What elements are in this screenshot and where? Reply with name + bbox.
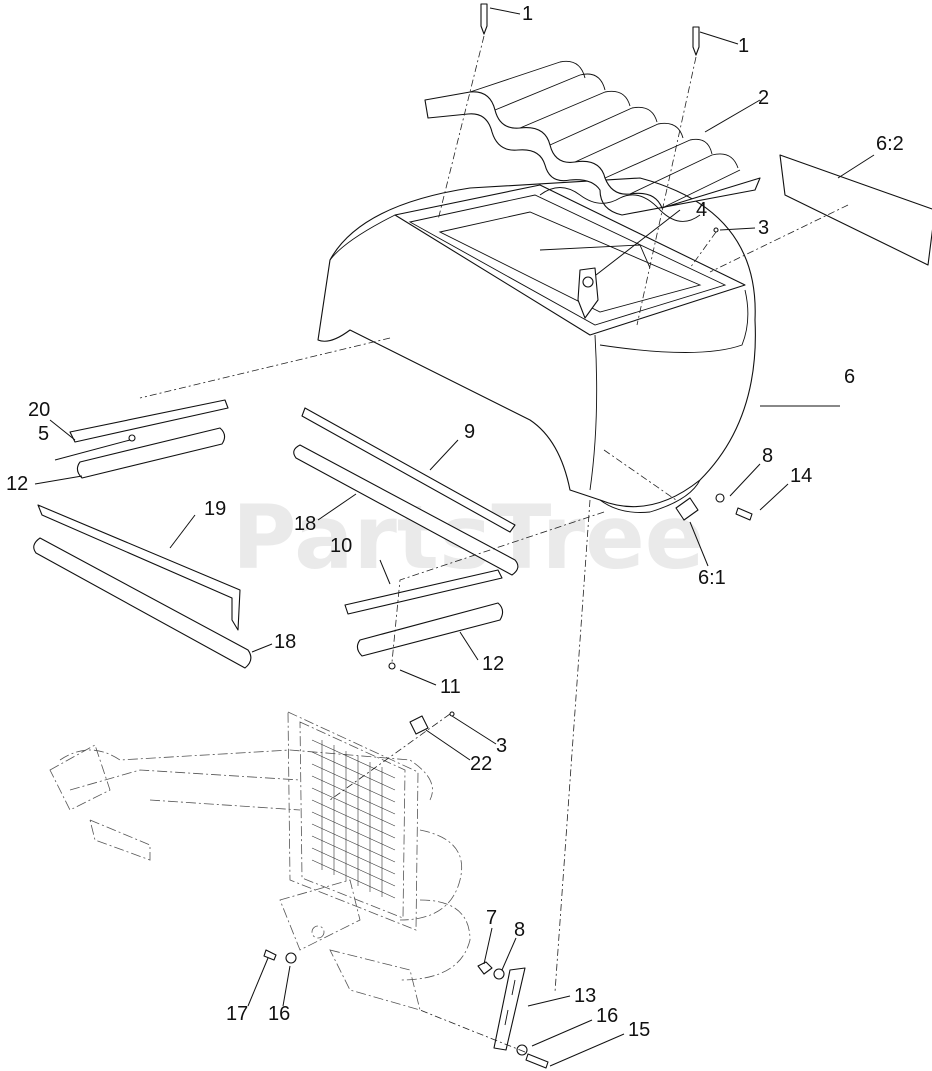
bolt-15 [525, 1053, 549, 1069]
callout-8-lower: 8 [514, 919, 525, 941]
callout-18-lower: 18 [274, 631, 296, 653]
callout-8-upper: 8 [762, 445, 773, 467]
callout-3-lower: 3 [496, 735, 507, 757]
callout-1-right: 1 [738, 35, 749, 57]
clip-22 [409, 715, 429, 735]
leader-lines [34, 7, 875, 1067]
callout-12-lower: 12 [482, 653, 504, 675]
callout-16-right: 16 [596, 1005, 618, 1027]
screw-left [480, 3, 488, 35]
callout-16-left: 16 [268, 1003, 290, 1025]
hood [317, 177, 756, 513]
screw-3-upper [713, 227, 719, 233]
alignment-lines [139, 35, 849, 1053]
washer-5 [128, 434, 136, 442]
mount-bracket [279, 879, 421, 1011]
screw-3-lower [449, 711, 455, 717]
strip-10 [344, 569, 503, 615]
grille-louver [424, 60, 761, 222]
strap-13 [493, 967, 526, 1051]
washer-8-upper [715, 493, 725, 503]
washer-8-lower [493, 968, 505, 980]
decal-6-2 [779, 154, 932, 266]
callout-13: 13 [574, 985, 596, 1007]
bracket-19 [37, 504, 241, 631]
decal-6-1 [675, 497, 699, 521]
callout-17: 17 [226, 1003, 248, 1025]
strip-9 [301, 407, 516, 533]
rod-18-upper [293, 444, 519, 576]
callout-10: 10 [330, 535, 352, 557]
callout-4: 4 [696, 199, 707, 221]
callout-12-upper: 12 [6, 473, 28, 495]
callout-7: 7 [486, 907, 497, 929]
rod-12-upper [76, 427, 226, 479]
callout-20: 20 [28, 399, 50, 421]
cotter-pin-17 [263, 949, 277, 961]
screw-right [692, 26, 700, 56]
washer-16-lower [516, 1044, 528, 1056]
rod-12-lower [356, 602, 504, 657]
callout-labels: 1 1 2 6:2 4 3 6 20 5 12 9 8 14 19 18 10 … [6, 3, 904, 1041]
latch [577, 267, 599, 319]
callout-1-top: 1 [522, 3, 533, 25]
callout-18-upper: 18 [294, 513, 316, 535]
washer-16-left [285, 952, 297, 964]
bolt-14 [735, 507, 753, 521]
radiator-screen [287, 711, 419, 931]
callout-19: 19 [204, 498, 226, 520]
callout-6-2: 6:2 [876, 133, 904, 155]
nut-7 [477, 961, 493, 975]
callout-11: 11 [440, 676, 461, 698]
callout-3-upper: 3 [758, 217, 769, 239]
callout-5: 5 [38, 423, 49, 445]
callout-6: 6 [844, 366, 855, 388]
callout-22: 22 [470, 753, 492, 775]
callout-15: 15 [628, 1019, 650, 1041]
washer-11 [388, 662, 396, 670]
callout-6-1: 6:1 [698, 567, 726, 589]
callout-2: 2 [758, 87, 769, 109]
callout-9: 9 [464, 421, 475, 443]
rod-18-lower [33, 537, 252, 669]
frame-phantom [49, 744, 471, 981]
callout-14: 14 [790, 465, 812, 487]
